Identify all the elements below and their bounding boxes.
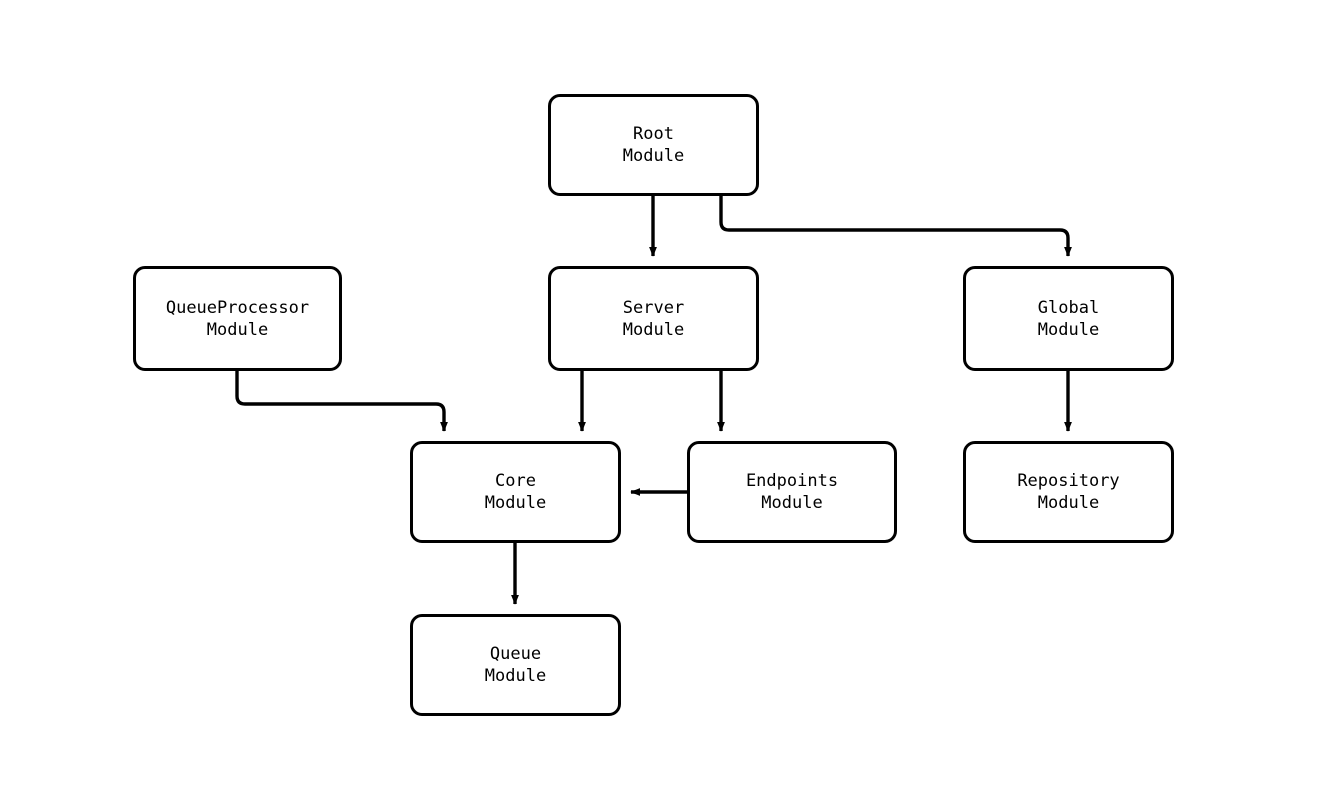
node-queue-module[interactable]: Queue Module [410, 614, 621, 716]
node-queueprocessor-module-label-line1: QueueProcessor [165, 297, 310, 318]
node-repository-module-label-line2: Module [1037, 493, 1100, 513]
node-endpoints-module-label-line2: Module [761, 493, 823, 513]
edge-root-to-global [719, 196, 1072, 257]
node-global-module-label-line1: Global [1037, 297, 1100, 318]
node-queueprocessor-module[interactable]: QueueProcessor Module [133, 266, 342, 371]
node-endpoints-module[interactable]: Endpoints Module [687, 441, 897, 543]
node-server-module[interactable]: Server Module [548, 266, 759, 371]
node-repository-module[interactable]: Repository Module [963, 441, 1174, 543]
node-queue-module-label-line2: Module [484, 666, 547, 686]
node-core-module-label-line2: Module [484, 493, 547, 513]
node-endpoints-module-label-line1: Endpoints [745, 471, 839, 491]
node-repository-module-label-line1: Repository [1017, 471, 1120, 491]
node-root-module-label-line1: Root [633, 124, 674, 144]
node-queue-module-label-line1: Queue [489, 644, 542, 664]
node-core-module-label-line1: Core [495, 471, 536, 491]
node-root-module-label-line2: Module [622, 146, 685, 166]
node-server-module-label-line2: Module [622, 319, 685, 340]
node-server-module-label-line1: Server [622, 297, 685, 318]
node-global-module-label-line2: Module [1037, 319, 1100, 340]
edge-queueprocessor-to-core [235, 371, 448, 432]
node-queueprocessor-module-label-line2: Module [206, 319, 269, 340]
node-core-module[interactable]: Core Module [410, 441, 621, 543]
node-global-module[interactable]: Global Module [963, 266, 1174, 371]
node-root-module[interactable]: Root Module [548, 94, 759, 196]
